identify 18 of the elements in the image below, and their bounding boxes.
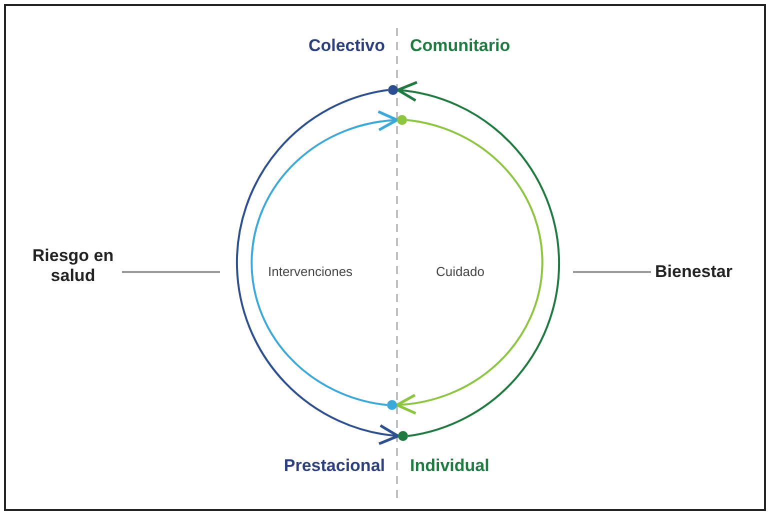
dot bbox=[388, 85, 398, 95]
region-label: Cuidado bbox=[436, 264, 484, 279]
arrow bbox=[250, 111, 398, 406]
dot bbox=[398, 431, 408, 441]
axis-label: Prestacional bbox=[284, 456, 385, 476]
text-label: Riesgo en salud bbox=[28, 246, 118, 286]
axis-label: Comunitario bbox=[410, 36, 510, 56]
dot bbox=[387, 400, 397, 410]
axis-label: Individual bbox=[410, 456, 490, 476]
arrow bbox=[396, 119, 544, 414]
dot bbox=[397, 115, 407, 125]
arrow bbox=[396, 82, 560, 437]
axis-label: Colectivo bbox=[308, 36, 385, 56]
connector-line bbox=[122, 271, 220, 273]
region-label: Intervenciones bbox=[268, 264, 353, 279]
connector-line bbox=[573, 271, 651, 273]
arrow bbox=[236, 89, 400, 444]
text-label: Bienestar bbox=[655, 262, 745, 282]
